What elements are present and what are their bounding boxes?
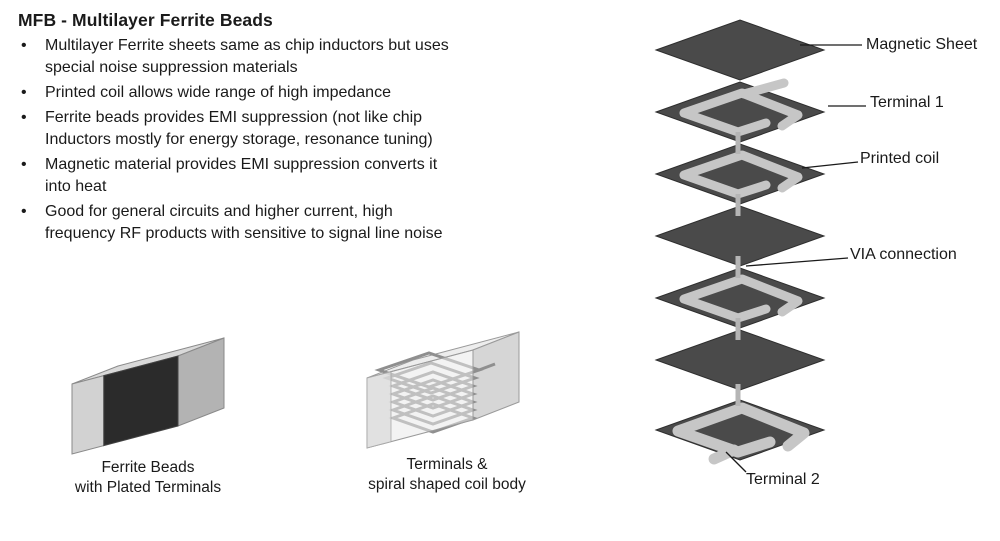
leader-line	[725, 451, 747, 473]
list-item: • Ferrite beads provides EMI suppression…	[18, 107, 630, 151]
bullet-text: Good for general circuits and higher cur…	[45, 203, 443, 242]
leader-lines	[725, 44, 866, 473]
bullet-text: Printed coil allows wide range of high i…	[45, 84, 391, 101]
bullet-text: Multilayer Ferrite sheets same as chip i…	[45, 37, 449, 76]
bead-ferrite-body	[103, 355, 179, 447]
coil-chip-figure	[345, 312, 545, 460]
bullet-marker: •	[21, 37, 27, 54]
leader-line	[801, 161, 859, 169]
coil-chip-terminal-band	[366, 371, 392, 449]
layer-stack-illustration	[654, 19, 866, 473]
magnetic-sheet-layer	[654, 19, 826, 81]
bullet-marker: •	[21, 203, 27, 220]
leader-line	[745, 257, 849, 267]
terminal2-layer	[654, 399, 826, 465]
magnetic-sheet-layer	[654, 329, 826, 391]
label-printed-coil: Printed coil	[860, 150, 940, 167]
figure-caption: Terminals & spiral shaped coil body	[368, 456, 526, 493]
bullet-list: • Multilayer Ferrite sheets same as chip…	[18, 35, 630, 248]
bullet-marker: •	[21, 109, 27, 126]
list-item: • Good for general circuits and higher c…	[18, 201, 630, 245]
label-magnetic-sheet: Magnetic Sheet	[866, 36, 978, 53]
coil-chip-illustration	[366, 331, 520, 449]
bullet-text: Magnetic material provides EMI suppressi…	[45, 156, 438, 195]
page-title: MFB - Multilayer Ferrite Beads	[18, 10, 273, 30]
list-item: • Printed coil allows wide range of high…	[18, 82, 630, 104]
terminal1-layer	[654, 78, 826, 143]
bullet-marker: •	[21, 156, 27, 173]
label-via-connection: VIA connection	[850, 246, 957, 263]
label-terminal-2: Terminal 2	[746, 471, 820, 488]
list-item: • Magnetic material provides EMI suppres…	[18, 154, 630, 198]
layer-stack-figure	[630, 6, 995, 536]
bullet-marker: •	[21, 84, 27, 101]
bead-left-terminal-band	[71, 374, 105, 455]
printed-coil-layer	[654, 267, 826, 329]
ferrite-bead-figure	[50, 318, 250, 460]
figure-caption: Ferrite Beads with Plated Terminals	[74, 459, 222, 496]
list-item: • Multilayer Ferrite sheets same as chip…	[18, 35, 630, 79]
printed-coil-layer	[654, 143, 826, 205]
magnetic-sheet-layer	[654, 205, 826, 267]
bullet-text: Ferrite beads provides EMI suppression (…	[45, 109, 433, 148]
ferrite-bead-illustration	[71, 337, 225, 455]
label-terminal-1: Terminal 1	[870, 94, 944, 111]
